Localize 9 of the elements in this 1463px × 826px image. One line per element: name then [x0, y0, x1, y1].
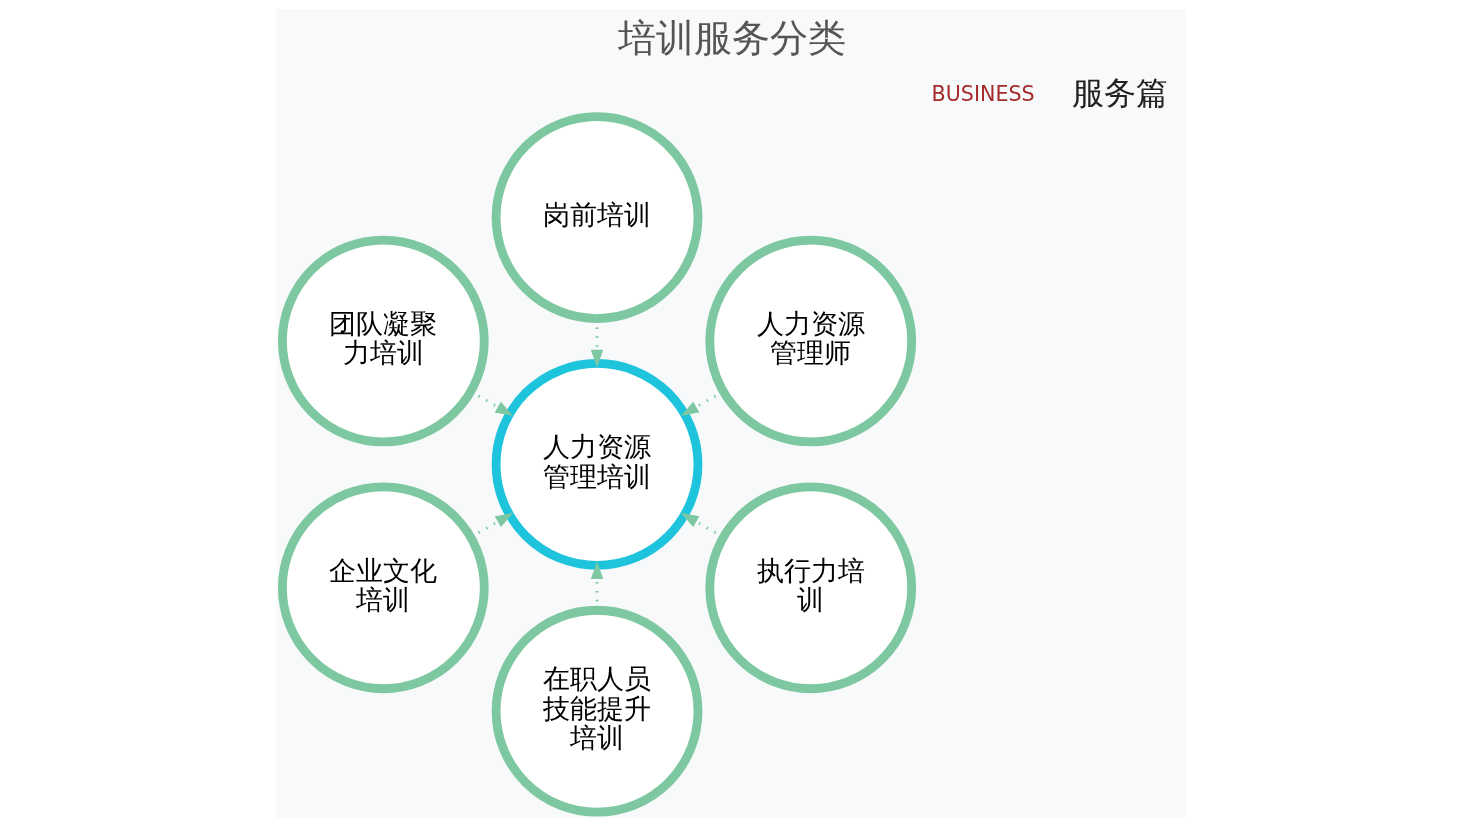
node-circle: 团队凝聚力培训 — [277, 235, 489, 446]
label: 服务篇 — [1072, 73, 1169, 112]
node-circle: 执行力培训 — [705, 481, 917, 693]
node-circle: 岗前培训 — [491, 111, 703, 323]
node-circle: 企业文化培训 — [277, 481, 489, 693]
node-circle: 人力资源管理师 — [705, 235, 917, 446]
node-circle: 在职人员技能提升培训 — [491, 605, 703, 817]
label: BUSINESS — [931, 81, 1035, 106]
diagram-title: 培训服务分类 — [617, 14, 846, 60]
